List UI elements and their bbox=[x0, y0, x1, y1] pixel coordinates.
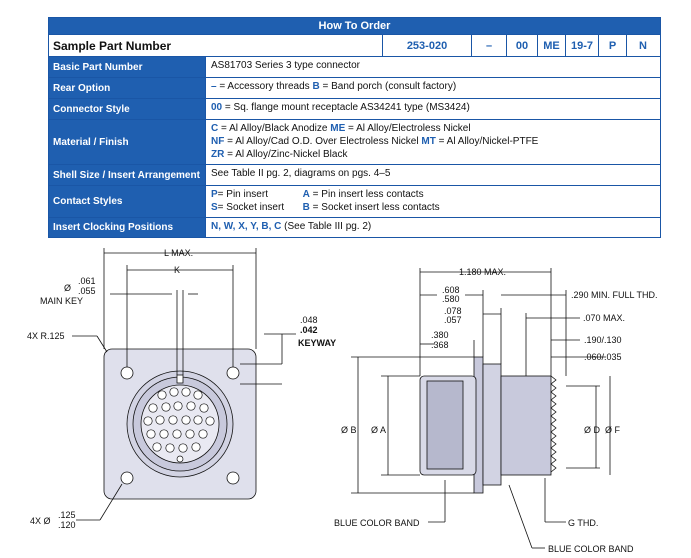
d060-label: .060/.035 bbox=[584, 352, 622, 362]
part-seg-6: P bbox=[599, 35, 627, 56]
contact-pins bbox=[143, 387, 215, 463]
rear-code-1: – bbox=[211, 81, 217, 92]
clocking-codes: N, W, X, Y, B, C bbox=[211, 221, 282, 232]
d368-label: .368 bbox=[431, 340, 449, 350]
main-key-top: .061 bbox=[78, 276, 96, 286]
shell-value: See Table II pg. 2, diagrams on pgs. 4–5 bbox=[211, 168, 391, 179]
mat-text-me: = Al Alloy/Electroless Nickel bbox=[345, 123, 471, 134]
rear-row: Rear Option – = Accessory threads B = Ba… bbox=[49, 77, 660, 98]
table-header: How To Order bbox=[49, 18, 660, 34]
contact-text-a: = Pin insert less contacts bbox=[309, 189, 424, 200]
contact-label: Contact Styles bbox=[49, 186, 206, 217]
d190-label: .190/.130 bbox=[584, 335, 622, 345]
db-label: Ø B bbox=[341, 425, 357, 435]
mount-hole-tr bbox=[226, 366, 240, 380]
rear-text-1: = Accessory threads bbox=[216, 81, 313, 92]
connector-drawing: L MAX. K Ø .061 .055 MAIN KEY 4X R.125 .… bbox=[27, 248, 658, 554]
style-row: Connector Style 00 = Sq. flange mount re… bbox=[49, 98, 660, 119]
main-key-slot bbox=[176, 374, 184, 384]
part-seg-5: 19-7 bbox=[566, 35, 599, 56]
d380-label: .380 bbox=[431, 330, 449, 340]
keyway-bot: .042 bbox=[300, 325, 318, 335]
rear-label: Rear Option bbox=[49, 78, 206, 98]
mount-hole-tl bbox=[120, 366, 134, 380]
contact-text-b: = Socket insert less contacts bbox=[309, 202, 440, 213]
holes-bot: .120 bbox=[58, 520, 76, 530]
basic-label: Basic Part Number bbox=[49, 57, 206, 77]
clocking-text: (See Table III pg. 2) bbox=[281, 221, 372, 232]
clocking-label: Insert Clocking Positions bbox=[49, 218, 206, 237]
sample-part-row: Sample Part Number 253-020 – 00 ME 19-7 … bbox=[49, 34, 660, 56]
holes-top: .125 bbox=[58, 510, 76, 520]
style-text: = Sq. flange mount receptacle AS34241 ty… bbox=[222, 102, 470, 113]
contact-code-p: P bbox=[211, 189, 218, 200]
contact-code-a: A bbox=[302, 189, 310, 200]
material-row: Material / Finish C = Al Alloy/Black Ano… bbox=[49, 119, 660, 164]
main-key-bot: .055 bbox=[78, 286, 96, 296]
side-rear-shell bbox=[482, 363, 502, 486]
basic-value: AS81703 Series 3 type connector bbox=[211, 60, 360, 71]
mount-hole-br bbox=[226, 471, 240, 485]
mat-text-nf: = Al Alloy/Cad O.D. Over Electroless Nic… bbox=[224, 136, 422, 147]
keyway-label: KEYWAY bbox=[298, 338, 336, 348]
band1-label: BLUE COLOR BAND bbox=[334, 518, 420, 528]
mat-text-zr: = Al Alloy/Zinc-Nickel Black bbox=[224, 149, 348, 160]
style-label: Connector Style bbox=[49, 99, 206, 119]
mat-code-me: ME bbox=[330, 123, 346, 134]
contact-text-p: = Pin insert bbox=[217, 189, 268, 200]
contact-code-b: B bbox=[302, 202, 310, 213]
max1180-label: 1.180 MAX. bbox=[459, 267, 506, 277]
mat-code-nf: NF bbox=[211, 136, 225, 147]
mat-text-c: = Al Alloy/Black Anodize bbox=[218, 123, 331, 134]
basic-row: Basic Part Number AS81703 Series 3 type … bbox=[49, 56, 660, 77]
clocking-row: Insert Clocking Positions N, W, X, Y, B,… bbox=[49, 217, 660, 237]
main-key-dia: Ø bbox=[64, 283, 71, 293]
mat-text-mt: = Al Alloy/Nickel-PTFE bbox=[435, 136, 539, 147]
part-seg-4: ME bbox=[538, 35, 566, 56]
r125-label: 4X R.125 bbox=[27, 331, 65, 341]
holes-prefix: 4X Ø bbox=[30, 516, 51, 526]
contact-row: Contact Styles P = Pin insert A = Pin ins… bbox=[49, 185, 660, 217]
l-max-label: L MAX. bbox=[164, 248, 193, 258]
thread-teeth bbox=[550, 375, 557, 473]
part-seg-3: 00 bbox=[507, 35, 538, 56]
insert-face bbox=[140, 384, 220, 464]
d580-label: .580 bbox=[442, 294, 460, 304]
shell-row: Shell Size / Insert Arrangement See Tabl… bbox=[49, 164, 660, 185]
d078-label: .078 bbox=[444, 306, 462, 316]
how-to-order-table: How To Order Sample Part Number 253-020 … bbox=[48, 17, 661, 238]
keyway-top: .048 bbox=[300, 315, 318, 325]
band2-label: BLUE COLOR BAND bbox=[548, 544, 634, 554]
min290-label: .290 MIN. FULL THD. bbox=[571, 290, 658, 300]
side-band bbox=[426, 380, 464, 470]
part-seg-7: N bbox=[639, 39, 647, 52]
mat-code-mt: MT bbox=[421, 136, 436, 147]
d057-label: .057 bbox=[444, 315, 462, 325]
gthd-label: G THD. bbox=[568, 518, 598, 528]
style-code: 00 bbox=[211, 102, 223, 113]
d608-label: .608 bbox=[442, 285, 460, 295]
da-label: Ø A bbox=[371, 425, 386, 435]
part-seg-1: 253-020 bbox=[383, 35, 472, 56]
rear-code-2: B bbox=[312, 81, 320, 92]
shell-label: Shell Size / Insert Arrangement bbox=[49, 165, 206, 185]
sample-part-label: Sample Part Number bbox=[49, 35, 383, 56]
mount-hole-bl bbox=[120, 471, 134, 485]
side-threads bbox=[500, 375, 552, 476]
contact-code-s: S bbox=[211, 202, 218, 213]
max070-label: .070 MAX. bbox=[583, 313, 625, 323]
dd-label: Ø D bbox=[584, 425, 601, 435]
k-label: K bbox=[174, 265, 180, 275]
rear-text-2: = Band porch (consult factory) bbox=[319, 81, 457, 92]
mat-code-c: C bbox=[211, 123, 219, 134]
mat-code-zr: ZR bbox=[211, 149, 225, 160]
contact-text-s: = Socket insert bbox=[217, 202, 285, 213]
main-key-label: MAIN KEY bbox=[40, 296, 83, 306]
df-label: Ø F bbox=[605, 425, 621, 435]
part-seg-2: – bbox=[472, 35, 507, 56]
material-label: Material / Finish bbox=[49, 120, 206, 164]
